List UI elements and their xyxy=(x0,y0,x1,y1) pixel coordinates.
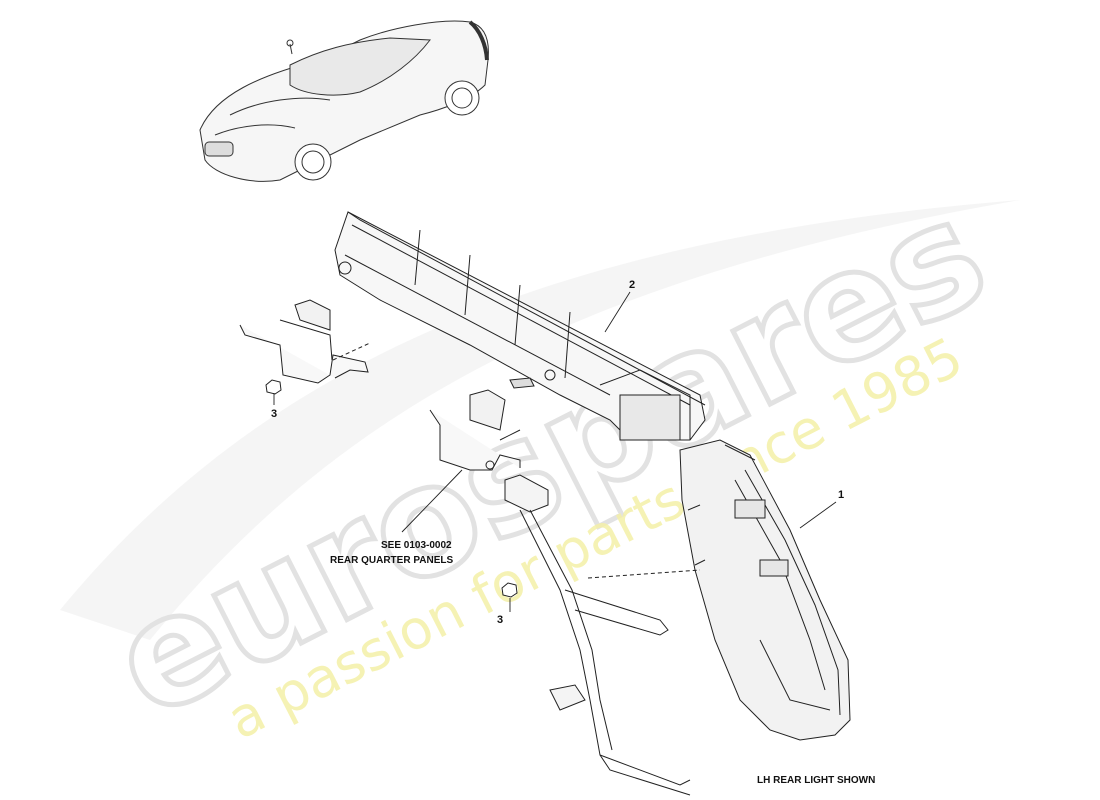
mounting-bracket xyxy=(239,299,371,384)
callout-part-2: 2 xyxy=(629,279,636,291)
watermark-swoosh xyxy=(60,200,1020,640)
car-thumbnail-icon xyxy=(199,20,489,182)
callout-part-3-upper: 3 xyxy=(271,408,278,420)
nut-fastener xyxy=(265,379,518,598)
rear-light-unit xyxy=(587,439,851,741)
leader-lines xyxy=(273,291,837,612)
callout-part-1: 1 xyxy=(838,489,845,501)
rear-panel-assembly xyxy=(334,211,706,441)
view-note: LH REAR LIGHT SHOWN xyxy=(757,775,876,786)
see-reference-number: SEE 0103-0002 xyxy=(381,540,452,551)
callout-part-3-lower: 3 xyxy=(497,614,504,626)
support-strut xyxy=(504,474,691,796)
see-reference-description: REAR QUARTER PANELS xyxy=(330,555,454,566)
mounting-bracket xyxy=(429,389,521,471)
